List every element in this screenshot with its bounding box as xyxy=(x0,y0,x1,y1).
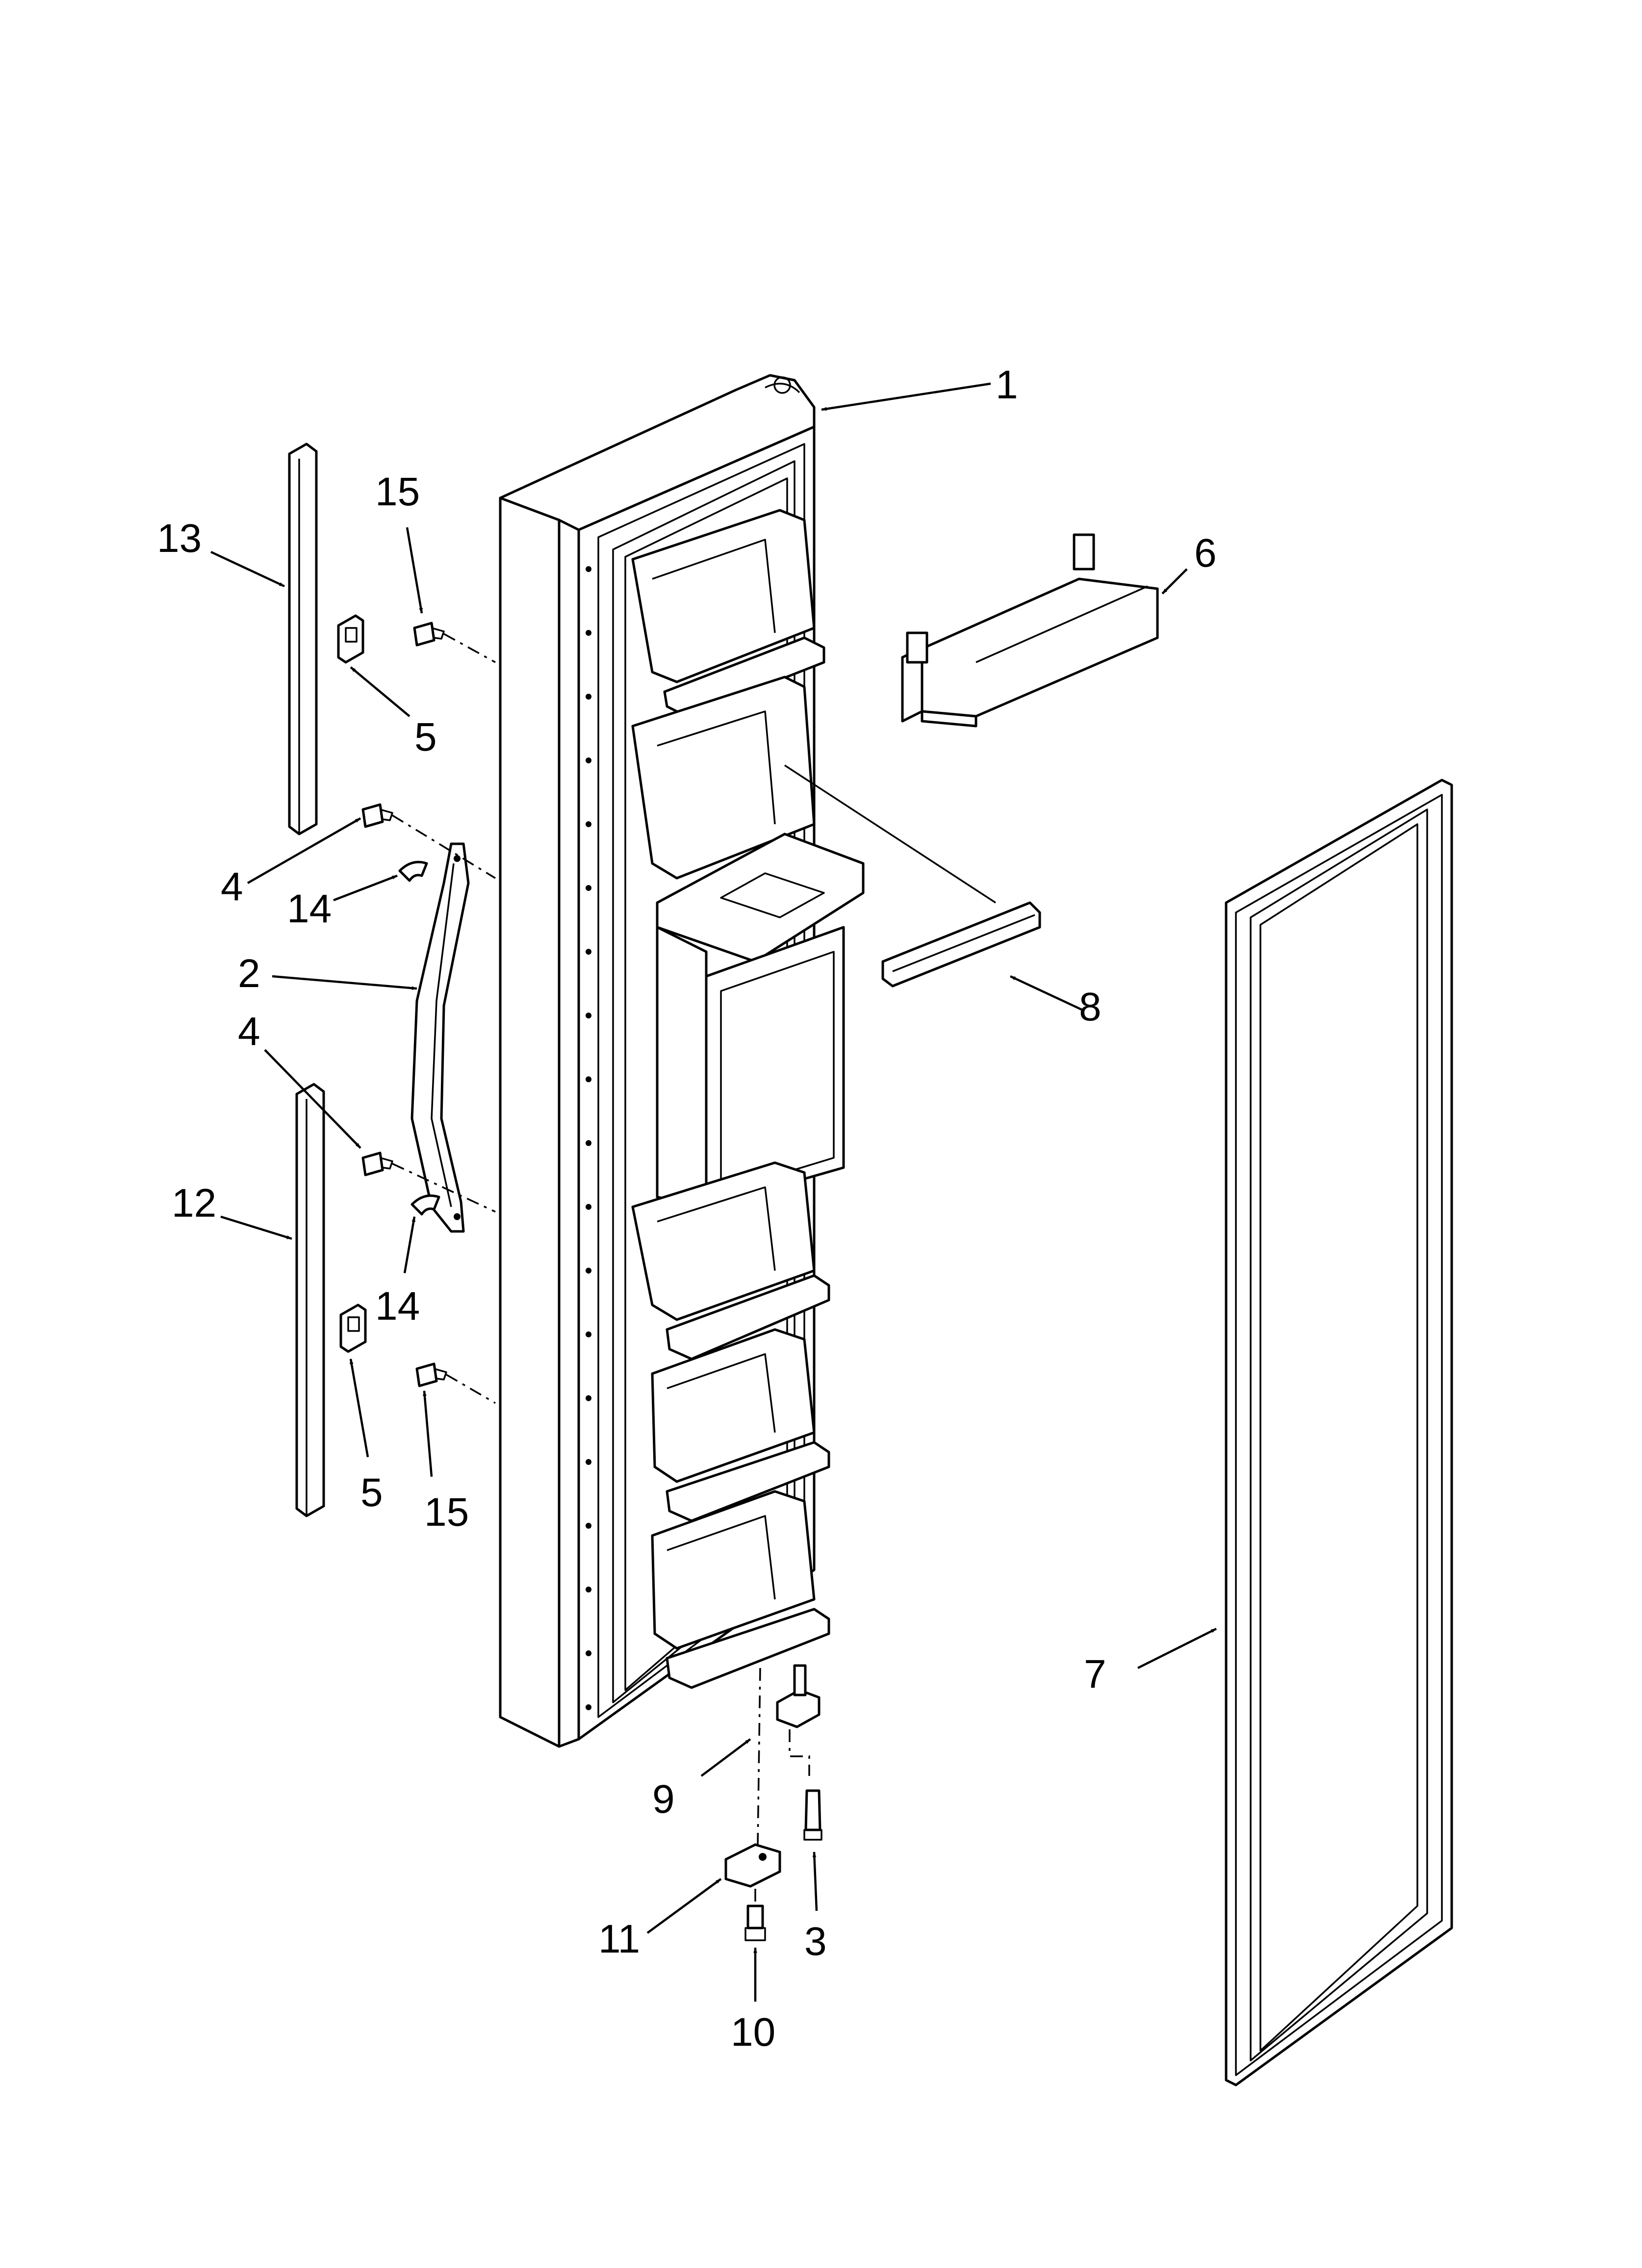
screw-3 xyxy=(803,1789,822,1841)
callout-15-upper: 15 xyxy=(375,469,420,514)
trim-clip-lower xyxy=(339,1303,367,1353)
callout-2: 2 xyxy=(238,951,260,996)
hinge-block xyxy=(724,1843,781,1888)
callout-5-lower: 5 xyxy=(360,1470,383,1515)
callout-8: 8 xyxy=(1079,985,1102,1029)
trim-strip-upper xyxy=(288,443,318,835)
washer-14-lower xyxy=(410,1194,440,1216)
callout-3: 3 xyxy=(804,1919,827,1964)
screw-4-upper xyxy=(361,803,496,879)
callout-labels: 1 2 3 4 4 5 5 6 7 8 9 10 11 12 13 14 14 … xyxy=(157,363,1217,2055)
callout-4-lower: 4 xyxy=(238,1009,260,1054)
callout-14-lower: 14 xyxy=(375,1284,420,1329)
callout-13: 13 xyxy=(157,516,202,561)
washer-14-upper xyxy=(398,860,428,882)
screw-15-lower xyxy=(415,1362,496,1404)
door-gasket xyxy=(1225,779,1453,2086)
callout-10: 10 xyxy=(731,2010,775,2055)
door-assembly xyxy=(499,374,865,1748)
screw-15-upper xyxy=(413,622,496,663)
shelf-rail xyxy=(784,764,1041,988)
trim-clip-upper xyxy=(337,614,364,664)
callout-12: 12 xyxy=(172,1181,216,1225)
callout-14-upper: 14 xyxy=(287,886,332,931)
callout-4-upper: 4 xyxy=(221,864,243,909)
trim-strip-lower xyxy=(295,1083,325,1517)
callout-7: 7 xyxy=(1084,1652,1106,1696)
door-bin xyxy=(901,533,1159,728)
door-screw-holes xyxy=(586,566,591,1710)
callout-11: 11 xyxy=(598,1917,640,1961)
callout-15-lower: 15 xyxy=(424,1490,469,1535)
leader-lines xyxy=(210,382,1217,2002)
hinge-pin-bracket xyxy=(757,1664,821,1845)
screw-4-lower xyxy=(361,1151,496,1213)
door-handle xyxy=(410,842,470,1233)
callout-5-upper: 5 xyxy=(414,715,437,759)
callout-1: 1 xyxy=(996,363,1018,407)
callout-9: 9 xyxy=(652,1777,675,1822)
screw-10 xyxy=(744,1889,766,1941)
callout-6: 6 xyxy=(1194,531,1217,575)
